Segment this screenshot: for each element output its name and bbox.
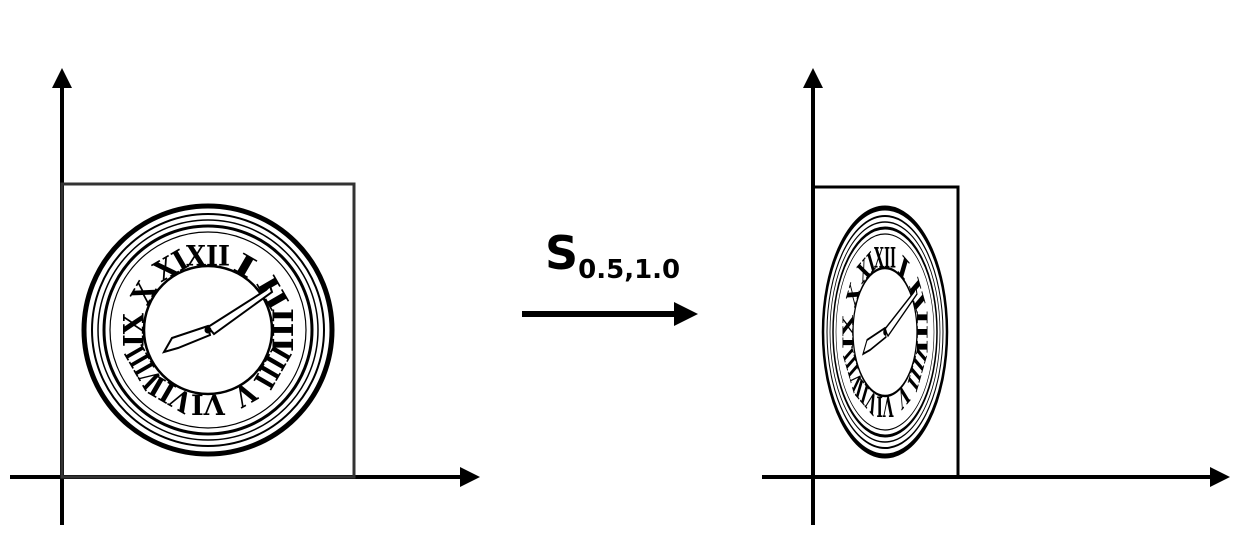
clock-rim-ring: [97, 219, 319, 441]
right-x-axis-arrowhead: [1210, 467, 1230, 487]
clock-rim-ring: [832, 226, 938, 438]
clock-numeral-ring: [109, 231, 307, 429]
clock-numeral-ring: [835, 233, 935, 431]
clock-numeral: XII: [874, 242, 896, 275]
transform-subscript: 0.5,1.0: [578, 255, 681, 285]
clock-numeral: III: [913, 310, 929, 354]
clock-original: XIIIIIIIIIIIIVVIVIIVIIIIXXXI: [81, 203, 335, 457]
right-y-axis-arrowhead: [803, 68, 823, 88]
transform-arrow: [522, 302, 698, 326]
left-y-axis-arrowhead: [52, 68, 72, 88]
clock-scaled: XIIIIIIIIIIIIVVIVIIVIIIIXXXI: [821, 205, 949, 459]
left-frame: [60, 182, 356, 479]
clock-rim-ring: [91, 213, 325, 447]
transform-symbol: S: [545, 226, 579, 280]
transform-label: S0.5,1.0: [545, 226, 680, 285]
left-panel: XIIIIIIIIIIIIVVIVIIVIIIIXXXI: [10, 68, 480, 525]
clock-hour-hand: [861, 326, 887, 356]
clock-numeral: XII: [186, 240, 230, 273]
left-x-axis-arrowhead: [460, 467, 480, 487]
clock-minute-hand: [206, 284, 274, 336]
clock-minute-hand: [884, 286, 918, 338]
clock-rim-ring: [829, 221, 941, 443]
clock-center-pin: [883, 328, 887, 336]
right-frame: [811, 185, 960, 479]
clock-hour-hand: [161, 324, 212, 354]
clock-rim-ring: [102, 224, 314, 436]
clock-numeral: VI: [877, 389, 895, 422]
transform-arrow-head: [674, 302, 698, 326]
clock-numeral: III: [266, 308, 299, 352]
clock-rim-ring: [826, 215, 944, 449]
clock-center-pin: [204, 326, 212, 334]
right-panel: XIIIIIIIIIIIIVVIVIIVIIIIXXXI: [762, 68, 1230, 525]
clock-numeral: XI: [855, 246, 878, 291]
clock-numeral: VI: [191, 388, 226, 421]
clock-numeral: IX: [840, 314, 856, 349]
clock-numeral: IX: [118, 313, 151, 347]
